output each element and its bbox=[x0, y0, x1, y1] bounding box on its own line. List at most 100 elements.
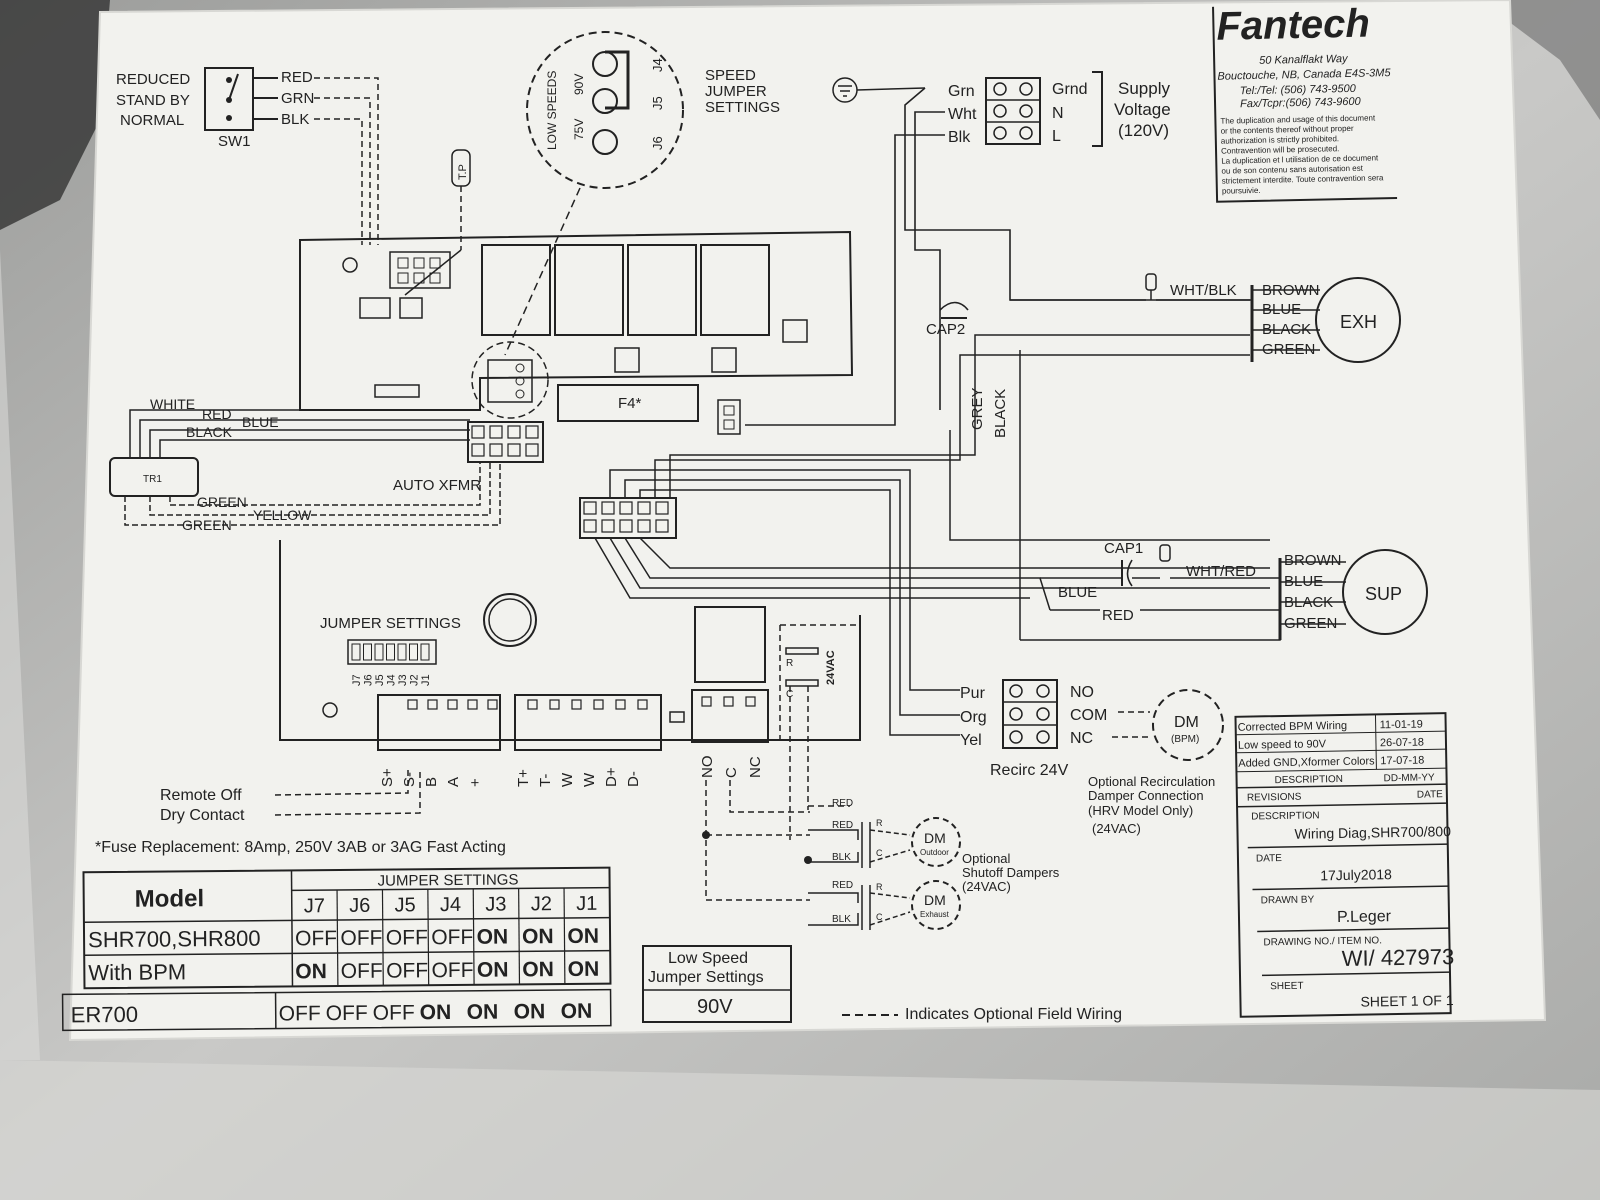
switch-name: SW1 bbox=[218, 133, 251, 150]
supply-term-l: L bbox=[1052, 128, 1061, 145]
notice-line: or the contents thereof without proper bbox=[1221, 124, 1354, 136]
shutoff-dampers: RED RED BLK RED BLK R C R C DM Outdoor D… bbox=[702, 780, 1060, 930]
jumper-j6: J6 bbox=[650, 136, 665, 150]
table-col-header: J5 bbox=[394, 894, 415, 916]
jumper-label: J7 bbox=[351, 674, 363, 686]
jumper-pin bbox=[420, 643, 430, 661]
low-speed-value: 90V bbox=[697, 996, 733, 1018]
transformer-tr1 bbox=[109, 457, 199, 497]
brand-logo: Fantech bbox=[1216, 2, 1370, 49]
supply-term-n: N bbox=[1052, 105, 1064, 122]
terminal-label: D+ bbox=[603, 767, 620, 787]
rev-date-hdr: DATE bbox=[1417, 789, 1443, 800]
connector-pin bbox=[601, 519, 615, 533]
revision-text: Added GND,Xformer Colors bbox=[1238, 755, 1375, 769]
terminal-label: T- bbox=[537, 774, 554, 787]
dry-contact-label: Dry Contact bbox=[160, 807, 245, 824]
table-cell: ON bbox=[514, 1000, 546, 1023]
table-row-model: With BPM bbox=[88, 959, 186, 985]
table-group-header: JUMPER SETTINGS bbox=[378, 871, 519, 889]
sup-wire-green: GREEN bbox=[1284, 615, 1337, 632]
sheet-label: SHEET bbox=[1270, 981, 1304, 993]
relay-r: R bbox=[786, 658, 793, 669]
xfmr-pin bbox=[507, 443, 521, 457]
relay-c: C bbox=[786, 689, 793, 700]
supply-voltage-1: Supply bbox=[1118, 79, 1170, 98]
auto-xfmr-label: AUTO XFMR bbox=[393, 477, 481, 494]
jumper-j5: J5 bbox=[650, 96, 665, 110]
recirc-dm-label: DM bbox=[1174, 714, 1199, 731]
revision-date: 26-07-18 bbox=[1380, 737, 1424, 750]
notes: Remote Off Dry Contact *Fuse Replacement… bbox=[95, 770, 1122, 1023]
exh-wire-green: GREEN bbox=[1262, 341, 1315, 358]
damper-red-1: RED bbox=[832, 798, 853, 809]
damper-c-1: C bbox=[876, 848, 883, 858]
terminal-label: B bbox=[423, 777, 440, 787]
wire-grey: GREY bbox=[969, 387, 986, 430]
address-line-1: 50 Kanalflakt Way bbox=[1259, 53, 1349, 67]
terminal-label: D- bbox=[625, 771, 642, 787]
terminal-pin bbox=[427, 699, 438, 710]
xfmr-pin bbox=[489, 443, 503, 457]
terminal-label: W bbox=[559, 772, 576, 787]
damper-c-2: C bbox=[876, 912, 883, 922]
supply-voltage-3: (120V) bbox=[1118, 121, 1169, 140]
notice-line: ou de son contenu sans autorisation est bbox=[1221, 164, 1363, 176]
xfmr-wire-green-2: GREEN bbox=[182, 517, 232, 533]
recirc-term-no: NO bbox=[1070, 684, 1094, 701]
notice-line: strictement interdite. Toute contraventi… bbox=[1222, 173, 1384, 185]
recirc-wire-pur: Pur bbox=[960, 685, 986, 702]
terminal-pin bbox=[723, 696, 734, 707]
terminal-pin bbox=[447, 699, 458, 710]
connector-pin bbox=[583, 519, 597, 533]
terminal-label: A bbox=[445, 777, 462, 787]
table-cell: ON bbox=[522, 958, 554, 981]
dampers-note-2: Shutoff Dampers bbox=[962, 865, 1060, 880]
recirc-note-4: (24VAC) bbox=[1092, 821, 1141, 836]
terminal-pin bbox=[615, 699, 626, 710]
terminal-pin bbox=[407, 699, 418, 710]
jumper-label: J3 bbox=[397, 674, 409, 686]
table-col-header: J6 bbox=[349, 895, 370, 917]
revision-text: Corrected BPM Wiring bbox=[1238, 720, 1348, 734]
jumper-label: J5 bbox=[374, 674, 386, 686]
sup-feed-blue: BLUE bbox=[1058, 584, 1097, 601]
sheet-value: SHEET 1 OF 1 bbox=[1360, 992, 1454, 1010]
jumper-j4: J4 bbox=[650, 58, 665, 72]
connector-pin bbox=[583, 501, 597, 515]
table-cell: OFF bbox=[279, 1002, 321, 1025]
terminal-pin bbox=[701, 696, 712, 707]
recirc-damper-dm bbox=[1152, 689, 1224, 761]
table-cell: ON bbox=[295, 960, 327, 983]
revision-date: 11-01-19 bbox=[1380, 719, 1423, 732]
rev-date-format: DD-MM-YY bbox=[1383, 772, 1435, 784]
sup-feed-red: RED bbox=[1102, 607, 1134, 624]
low-speed-line1: Low Speed bbox=[668, 950, 748, 967]
jumper-pin bbox=[386, 643, 395, 661]
dampers-note-1: Optional bbox=[962, 851, 1011, 866]
table-cell: OFF bbox=[431, 959, 473, 982]
supply-wire-grn: Grn bbox=[948, 83, 975, 100]
fax: Fax/Tcpr:(506) 743-9600 bbox=[1240, 96, 1362, 111]
table-cell: ON bbox=[420, 1001, 452, 1024]
speed-jumper-detail: LOW SPEEDS 90V 75V J4 J5 J6 SPEED JUMPER… bbox=[504, 31, 780, 356]
switch-wire-red: RED bbox=[281, 69, 313, 86]
terminal-pin bbox=[527, 699, 538, 710]
recirc-note-1: Optional Recirculation bbox=[1088, 774, 1215, 789]
notice-line: La duplication et l utilisation de ce do… bbox=[1221, 153, 1379, 165]
remote-off-label: Remote Off bbox=[160, 787, 242, 804]
jumper-pin bbox=[351, 643, 361, 661]
switch-wire-blk: BLK bbox=[281, 111, 309, 128]
table-cell: ON bbox=[467, 1001, 499, 1024]
xfmr-wire-yellow: YELLOW bbox=[253, 507, 312, 523]
jumper-label: J6 bbox=[363, 674, 375, 686]
thermal-label: T.P bbox=[457, 164, 469, 180]
drawn-label: DRAWN BY bbox=[1261, 894, 1315, 906]
recirc-terminal: Pur Org Yel NO COM NC Recirc 24V DM (BPM… bbox=[960, 679, 1224, 836]
desc-label: DESCRIPTION bbox=[1251, 810, 1320, 822]
supply-motor-group: CAP1 WHT/RED BLUE RED BROWN BLUE BLACK G… bbox=[1019, 350, 1428, 641]
notice-line: The duplication and usage of this docume… bbox=[1220, 113, 1376, 125]
terminal-label: + bbox=[467, 778, 484, 787]
